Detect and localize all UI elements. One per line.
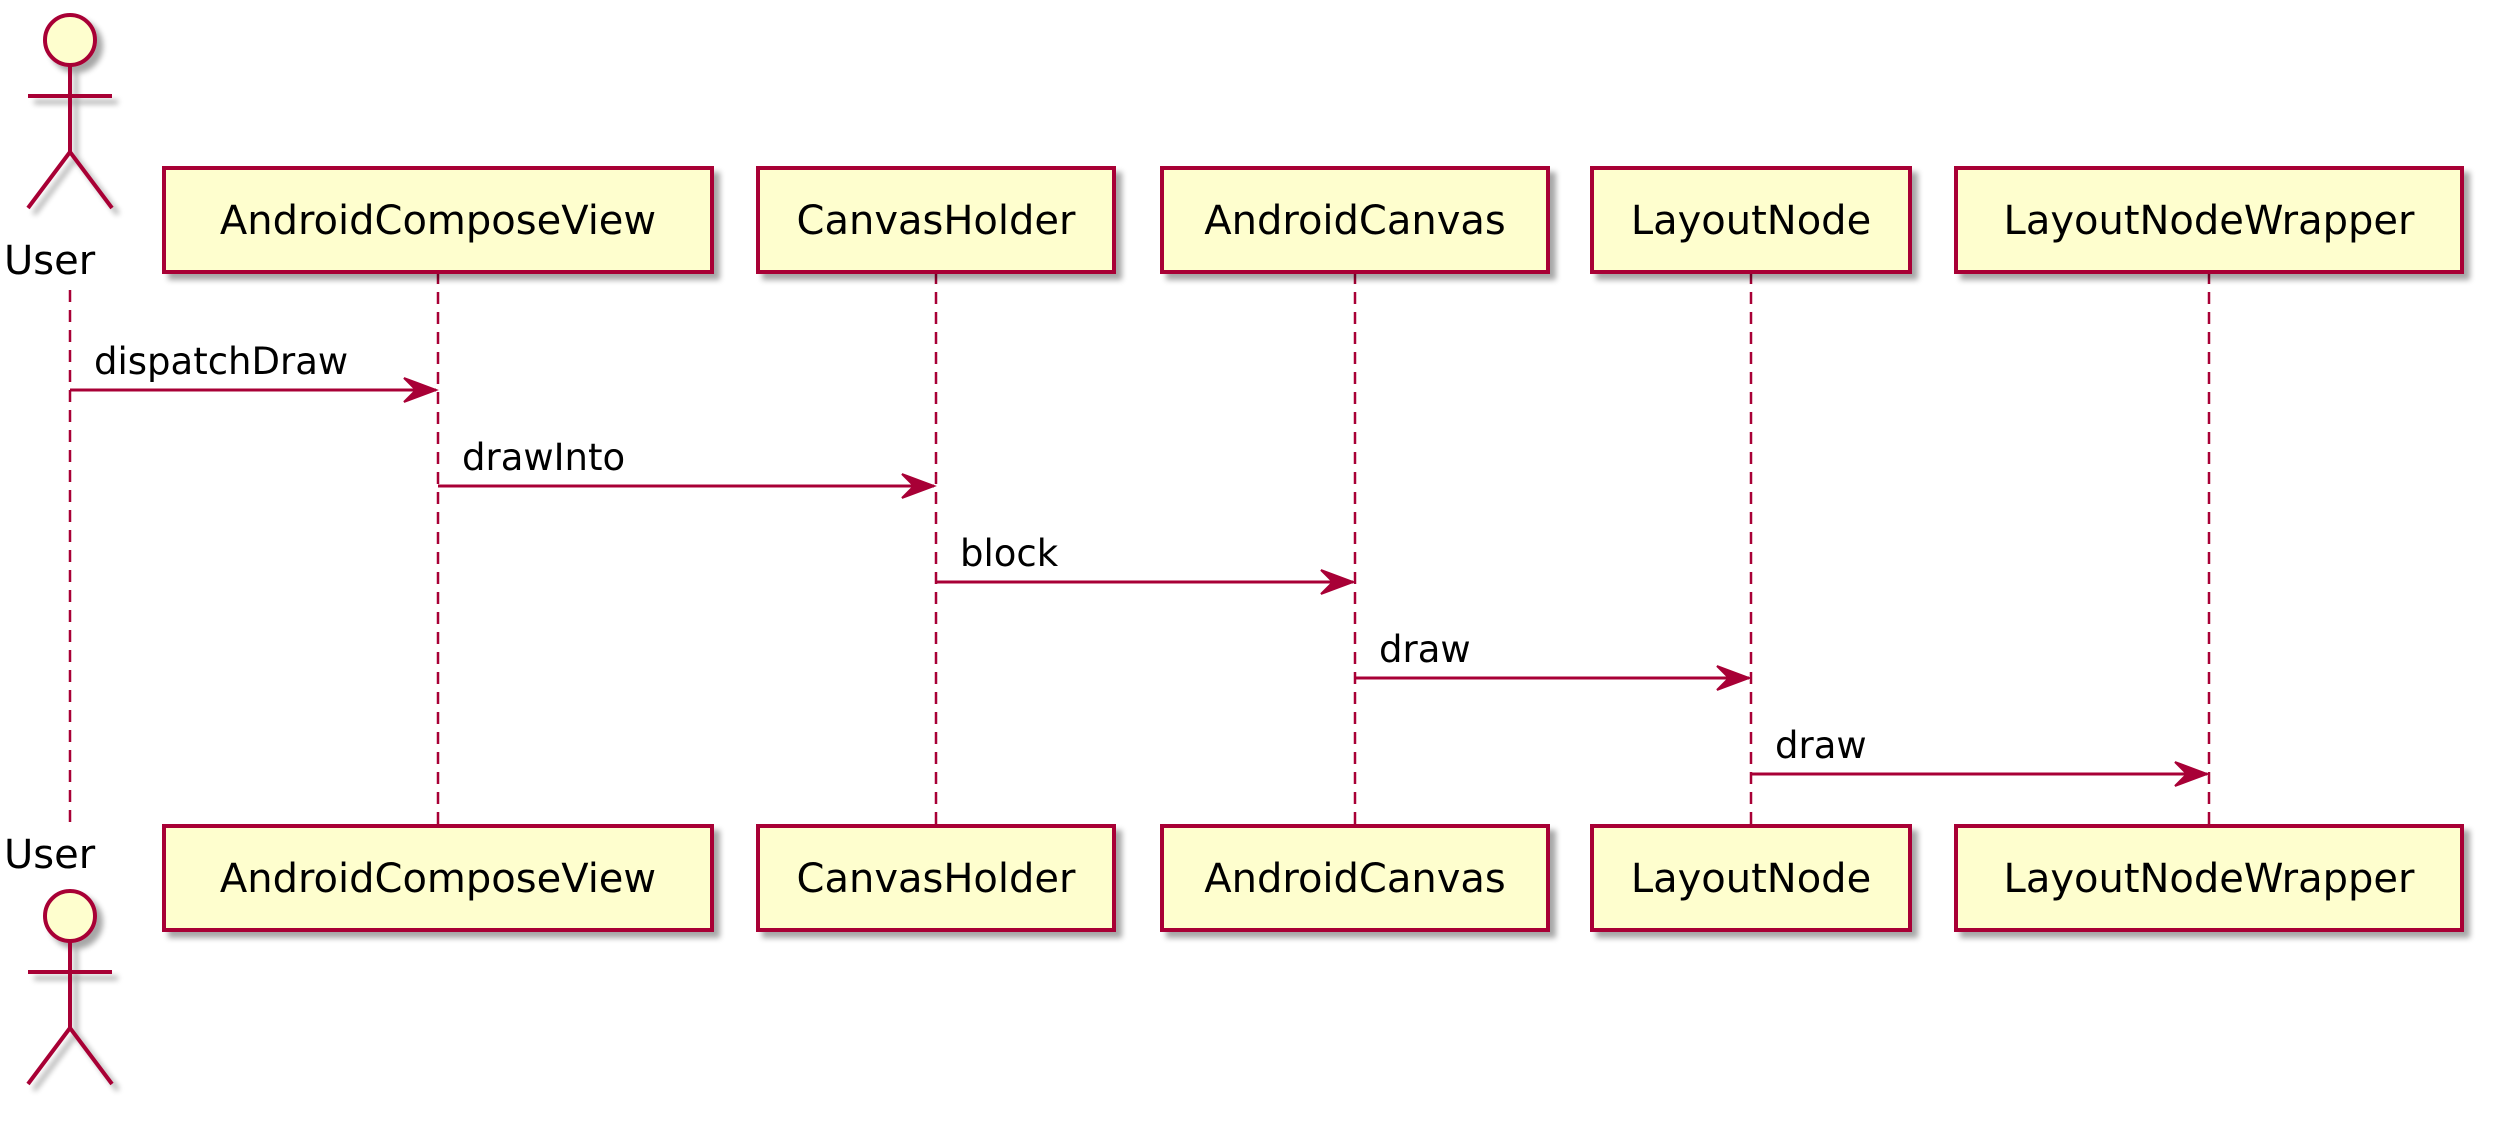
message-label: dispatchDraw [94, 340, 348, 383]
participants-bottom: AndroidComposeView CanvasHolder AndroidCan… [162, 824, 2464, 932]
actor-label-top: User [4, 238, 96, 284]
message-1: dispatchDraw [70, 340, 439, 403]
message-3: block [936, 532, 1356, 595]
participant-label: LayoutNodeWrapper [2004, 198, 2415, 244]
stick-figure-actor-icon [26, 889, 114, 1086]
participant-box-android-compose-view-bottom: AndroidComposeView [162, 824, 714, 932]
participants-top: AndroidComposeView CanvasHolder AndroidCan… [162, 166, 2464, 274]
actor-label-bottom: User [4, 832, 96, 878]
arrowhead-icon [403, 377, 439, 403]
participant-rect [162, 824, 714, 932]
message-5: draw [1751, 724, 2210, 787]
actor-left-leg [26, 150, 72, 210]
arrowhead-icon [1716, 665, 1752, 691]
participant-box-layout-node-top: LayoutNode [1590, 166, 1912, 274]
participant-label: LayoutNode [1631, 198, 1871, 244]
actor-right-leg [68, 150, 114, 210]
participant-rect [1954, 824, 2464, 932]
participant-box-android-compose-view-top: AndroidComposeView [162, 166, 714, 274]
participant-rect [1590, 166, 1912, 274]
participant-label: AndroidCanvas [1204, 856, 1505, 902]
actor-head [43, 13, 97, 67]
message-4: draw [1355, 628, 1752, 691]
participant-label: LayoutNodeWrapper [2004, 856, 2415, 902]
participant-label: LayoutNode [1631, 856, 1871, 902]
participant-box-layout-node-wrapper-bottom: LayoutNodeWrapper [1954, 824, 2464, 932]
actor-head [43, 889, 97, 943]
participant-rect [756, 166, 1116, 274]
stick-figure-actor-icon [26, 13, 114, 210]
participant-box-android-canvas-top: AndroidCanvas [1160, 166, 1550, 274]
arrowhead-icon [901, 473, 937, 499]
participant-rect [756, 824, 1116, 932]
participant-label: AndroidComposeView [220, 856, 656, 902]
participant-label: AndroidComposeView [220, 198, 656, 244]
participant-box-canvas-holder-bottom: CanvasHolder [756, 824, 1116, 932]
arrowhead-icon [1320, 569, 1356, 595]
participant-rect [1160, 824, 1550, 932]
message-label: draw [1775, 724, 1867, 767]
message-label: draw [1379, 628, 1471, 671]
message-2: drawInto [438, 436, 937, 499]
participant-label: CanvasHolder [797, 198, 1076, 244]
actor-right-leg [68, 1026, 114, 1086]
participant-label: AndroidCanvas [1204, 198, 1505, 244]
participant-rect [1954, 166, 2464, 274]
participant-box-layout-node-bottom: LayoutNode [1590, 824, 1912, 932]
actor-bottom: User [4, 832, 114, 1086]
message-label: block [960, 532, 1059, 575]
actor-top: User [4, 13, 114, 284]
participant-rect [162, 166, 714, 274]
participant-box-android-canvas-bottom: AndroidCanvas [1160, 824, 1550, 932]
participant-rect [1160, 166, 1550, 274]
participant-rect [1590, 824, 1912, 932]
actor-left-leg [26, 1026, 72, 1086]
arrowhead-icon [2174, 761, 2210, 787]
messages: dispatchDraw drawInto block draw draw [70, 340, 2210, 787]
message-label: drawInto [462, 436, 625, 479]
lifelines [68, 272, 2211, 826]
participant-box-canvas-holder-top: CanvasHolder [756, 166, 1116, 274]
participant-label: CanvasHolder [797, 856, 1076, 902]
participant-box-layout-node-wrapper-top: LayoutNodeWrapper [1954, 166, 2464, 274]
